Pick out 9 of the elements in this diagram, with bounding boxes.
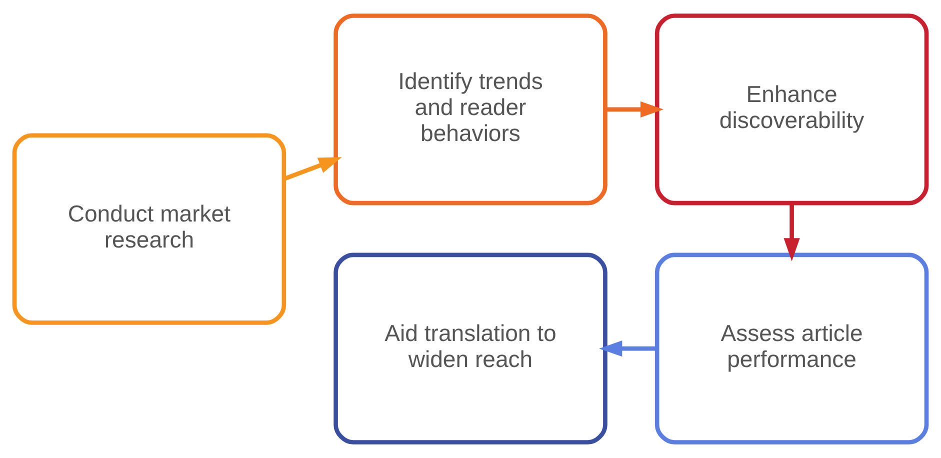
arrow [784,204,800,262]
node-box: Identify trends and reader behaviors [334,14,608,206]
node-box: Aid translation to widen reach [334,252,608,444]
arrow [599,340,658,357]
node-box: Assess article performance [654,252,929,444]
node-box: Conduct market research [12,133,286,325]
node-box: Enhance discoverability [654,14,929,206]
arrow [284,157,342,181]
arrow [606,101,664,118]
